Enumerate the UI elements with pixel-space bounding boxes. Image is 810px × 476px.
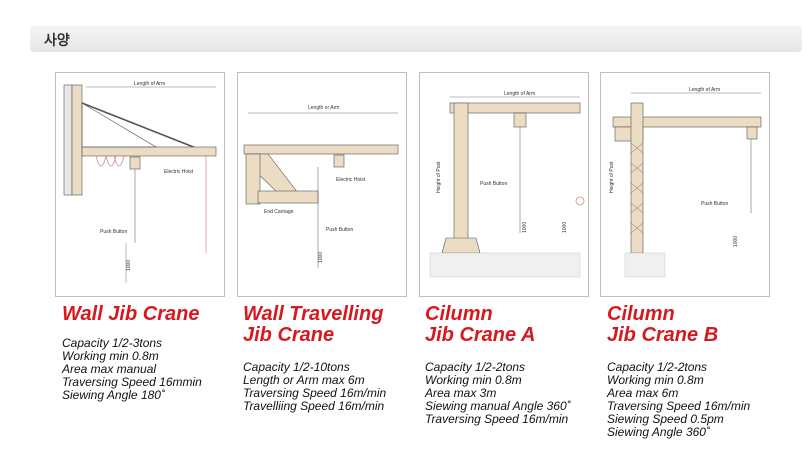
wall-travelling-jib-crane-drawing: Length or Arm Electric Hoist End Carriag… [243, 105, 399, 268]
title-column-jib-crane-a: Cilumn Jib Crane A [425, 303, 536, 346]
push-button-label: Push Button [480, 181, 507, 187]
spec-line: Siewing Angle 360˚ [607, 425, 710, 439]
spec-line: Traversing Speed 16m/min [425, 412, 569, 426]
electric-hoist-label: Electric Hoist [336, 177, 366, 183]
title-wall-jib-crane: Wall Jib Crane [62, 303, 200, 325]
push-button-label: Push Button [100, 229, 127, 235]
spec-line: Length or Arm max 6m [243, 373, 365, 387]
title-wall-travelling-jib-crane: Wall Travelling Jib Crane [243, 303, 384, 346]
spec-line: Working min 0.8m [425, 373, 522, 387]
arm-length-label: Length or Arm [308, 105, 339, 111]
spec-line: Traversing Speed 16m/min [607, 399, 751, 413]
post-height-label: Height of Post [436, 161, 442, 193]
diagram-wall-jib-crane: Length of Arm Electric Hoist Push Button… [55, 72, 225, 297]
spec-line: Working min 0.8m [607, 373, 704, 387]
spec-line: Area max 3m [425, 386, 497, 400]
arm-length-label: Length of Arm [689, 87, 720, 93]
title-column-jib-crane-b: Cilumn Jib Crane B [607, 303, 719, 346]
spec-header-bar: 사양 [30, 26, 802, 52]
diagram-column-jib-crane-b: Length of Arm Height of Post Push Button… [600, 72, 770, 297]
height-1000-label: 1000 [126, 260, 132, 271]
spec-line: Area max 6m [607, 386, 679, 400]
spec-line: Siewing Angle 180˚ [62, 388, 165, 402]
specs-column-jib-crane-b: Capacity 1/2-2tons Working min 0.8m Area… [607, 361, 750, 439]
column-jib-crane-a-drawing: Length of Arm Height of Post Push Button… [429, 91, 585, 278]
section-title: 사양 [44, 33, 70, 49]
spec-line: Capacity 1/2-2tons [425, 360, 526, 374]
diagram-column-jib-crane-a: Length of Arm Height of Post Push Button… [419, 72, 589, 297]
spec-line: Traversing Speed 16mmin [62, 375, 202, 389]
spec-line: Capacity 1/2-3tons [62, 336, 163, 350]
specs-column-jib-crane-a: Capacity 1/2-2tons Working min 0.8m Area… [425, 361, 571, 426]
specs-wall-jib-crane: Capacity 1/2-3tons Working min 0.8m Area… [62, 337, 202, 402]
specs-wall-travelling-jib-crane: Capacity 1/2-10tons Length or Arm max 6m… [243, 361, 386, 413]
spec-line: Siewing manual Angle 360˚ [425, 399, 571, 413]
height-1000-label-2: 1000 [562, 222, 568, 233]
arm-length-label: Length of Arm [504, 91, 535, 97]
spec-line: Capacity 1/2-10tons [243, 360, 350, 374]
arm-length-label: Length of Arm [134, 81, 165, 87]
diagram-wall-travelling-jib-crane: Length or Arm Electric Hoist End Carriag… [237, 72, 407, 297]
spec-line: Area max manual [62, 362, 157, 376]
spec-line: Siewing Speed 0.5pm [607, 412, 724, 426]
height-1000-label: 1000 [522, 222, 528, 233]
column-jib-crane-b-drawing: Length of Arm Height of Post Push Button… [609, 87, 762, 278]
spec-line: Capacity 1/2-2tons [607, 360, 708, 374]
spec-line: Traversing Speed 16m/min [243, 386, 387, 400]
spec-line: Working min 0.8m [62, 349, 159, 363]
push-button-label: Push Button [326, 227, 353, 233]
electric-hoist-label: Electric Hoist [164, 169, 194, 175]
push-button-label: Push Button [701, 201, 728, 207]
spec-line: Travelliing Speed 16m/min [243, 399, 385, 413]
height-1000-label: 1000 [318, 252, 324, 263]
wall-jib-crane-drawing: Length of Arm Electric Hoist Push Button… [63, 81, 217, 283]
height-1000-label: 1000 [733, 236, 739, 247]
post-height-label: Height of Post [609, 161, 615, 193]
end-carriage-label: End Carriage [264, 209, 294, 215]
